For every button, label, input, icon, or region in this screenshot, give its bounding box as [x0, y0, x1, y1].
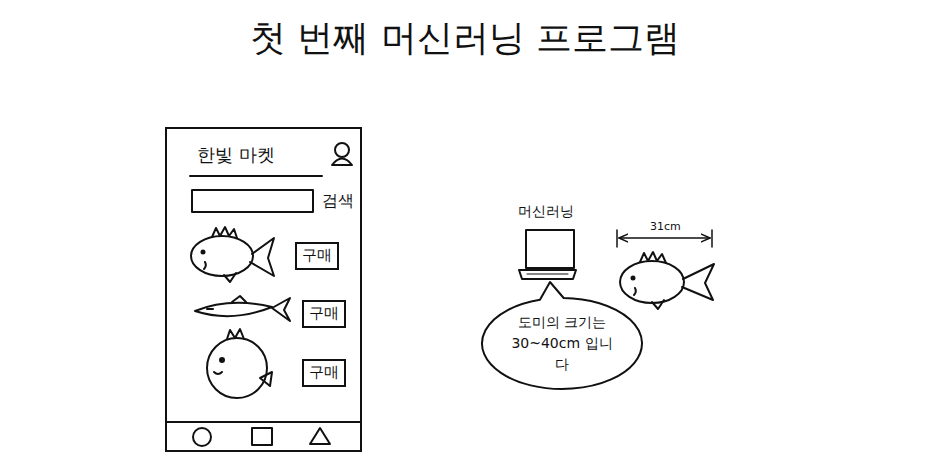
buy-button: 구매 [295, 242, 339, 270]
buy-button: 구매 [302, 359, 346, 387]
machine-learning-label: 머신러닝 [516, 203, 576, 221]
fish-icon [620, 252, 714, 309]
page-title: 첫 번째 머신러닝 프로그램 [0, 14, 930, 63]
nav-divider [166, 421, 361, 423]
buy-button: 구매 [302, 300, 346, 328]
header-underline [190, 175, 322, 177]
search-label: 검색 [320, 191, 356, 212]
speech-bubble: 도미의 크기는 30~40cm 입니다 [480, 296, 644, 391]
app-title: 한빛 마켓 [197, 143, 360, 166]
fish-icon [195, 296, 290, 321]
bubble-text: 도미의 크기는 30~40cm 입니다 [506, 312, 618, 375]
button-label: 구매 [302, 246, 332, 266]
fish-icon [207, 329, 272, 398]
bubble-shape [482, 282, 642, 389]
dimension-label: 31cm [648, 220, 683, 233]
computer-icon [519, 230, 576, 279]
search-box [192, 190, 313, 212]
nav-circle-icon [193, 428, 211, 446]
button-label: 구매 [309, 304, 339, 324]
nav-triangle-icon [310, 428, 330, 444]
profile-icon [332, 143, 352, 165]
nav-square-icon [252, 428, 272, 445]
button-label: 구매 [309, 363, 339, 383]
phone-frame: 구매구매구매한빛 마켓 [165, 127, 362, 452]
fish-icon [191, 227, 274, 282]
